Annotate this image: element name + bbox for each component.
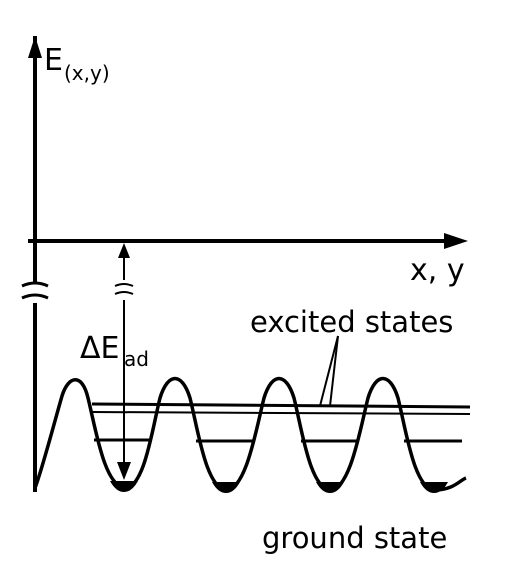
energy-gap-subscript: ad: [124, 347, 149, 371]
energy-gap-label: ΔE: [80, 331, 119, 366]
energy-axis-label: E: [44, 43, 63, 78]
excited-states-pointer: [319, 335, 339, 407]
ground-state-levels: [110, 481, 448, 493]
adsorption-energy-arrow: [114, 243, 134, 480]
excited-states-label: excited states: [250, 305, 453, 339]
coordinate-axis: [28, 233, 468, 249]
coordinate-axis-label: x, y: [410, 253, 465, 288]
ground-state-label: ground state: [262, 521, 447, 555]
excited-state-levels: [91, 402, 471, 443]
energy-axis-subscript: (x,y): [64, 61, 110, 85]
energy-axis: [21, 36, 49, 492]
potential-curve: [33, 376, 467, 492]
